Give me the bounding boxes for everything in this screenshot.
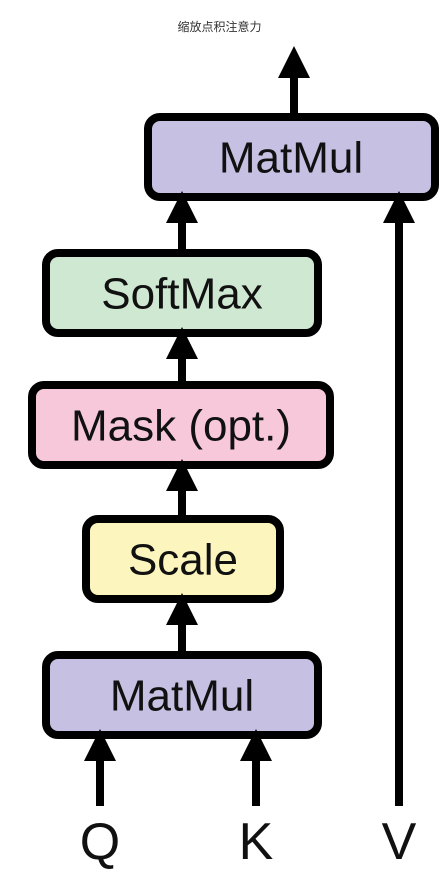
softmax-label: SoftMax bbox=[101, 270, 262, 319]
softmax-block: SoftMax bbox=[42, 249, 322, 337]
input-q-label: Q bbox=[80, 813, 120, 871]
mask-label: Mask (opt.) bbox=[71, 402, 291, 451]
mask-block: Mask (opt.) bbox=[28, 381, 334, 469]
input-k-label: K bbox=[239, 813, 274, 871]
matmul-bottom-label: MatMul bbox=[110, 672, 254, 721]
matmul-top-label: MatMul bbox=[219, 134, 363, 183]
matmul-bottom-block: MatMul bbox=[42, 651, 322, 739]
matmul-top-block: MatMul bbox=[144, 113, 439, 201]
scale-label: Scale bbox=[128, 536, 238, 585]
scale-block: Scale bbox=[82, 515, 284, 603]
page-title: 缩放点积注意力 bbox=[177, 20, 262, 34]
input-v-label: V bbox=[382, 813, 417, 871]
